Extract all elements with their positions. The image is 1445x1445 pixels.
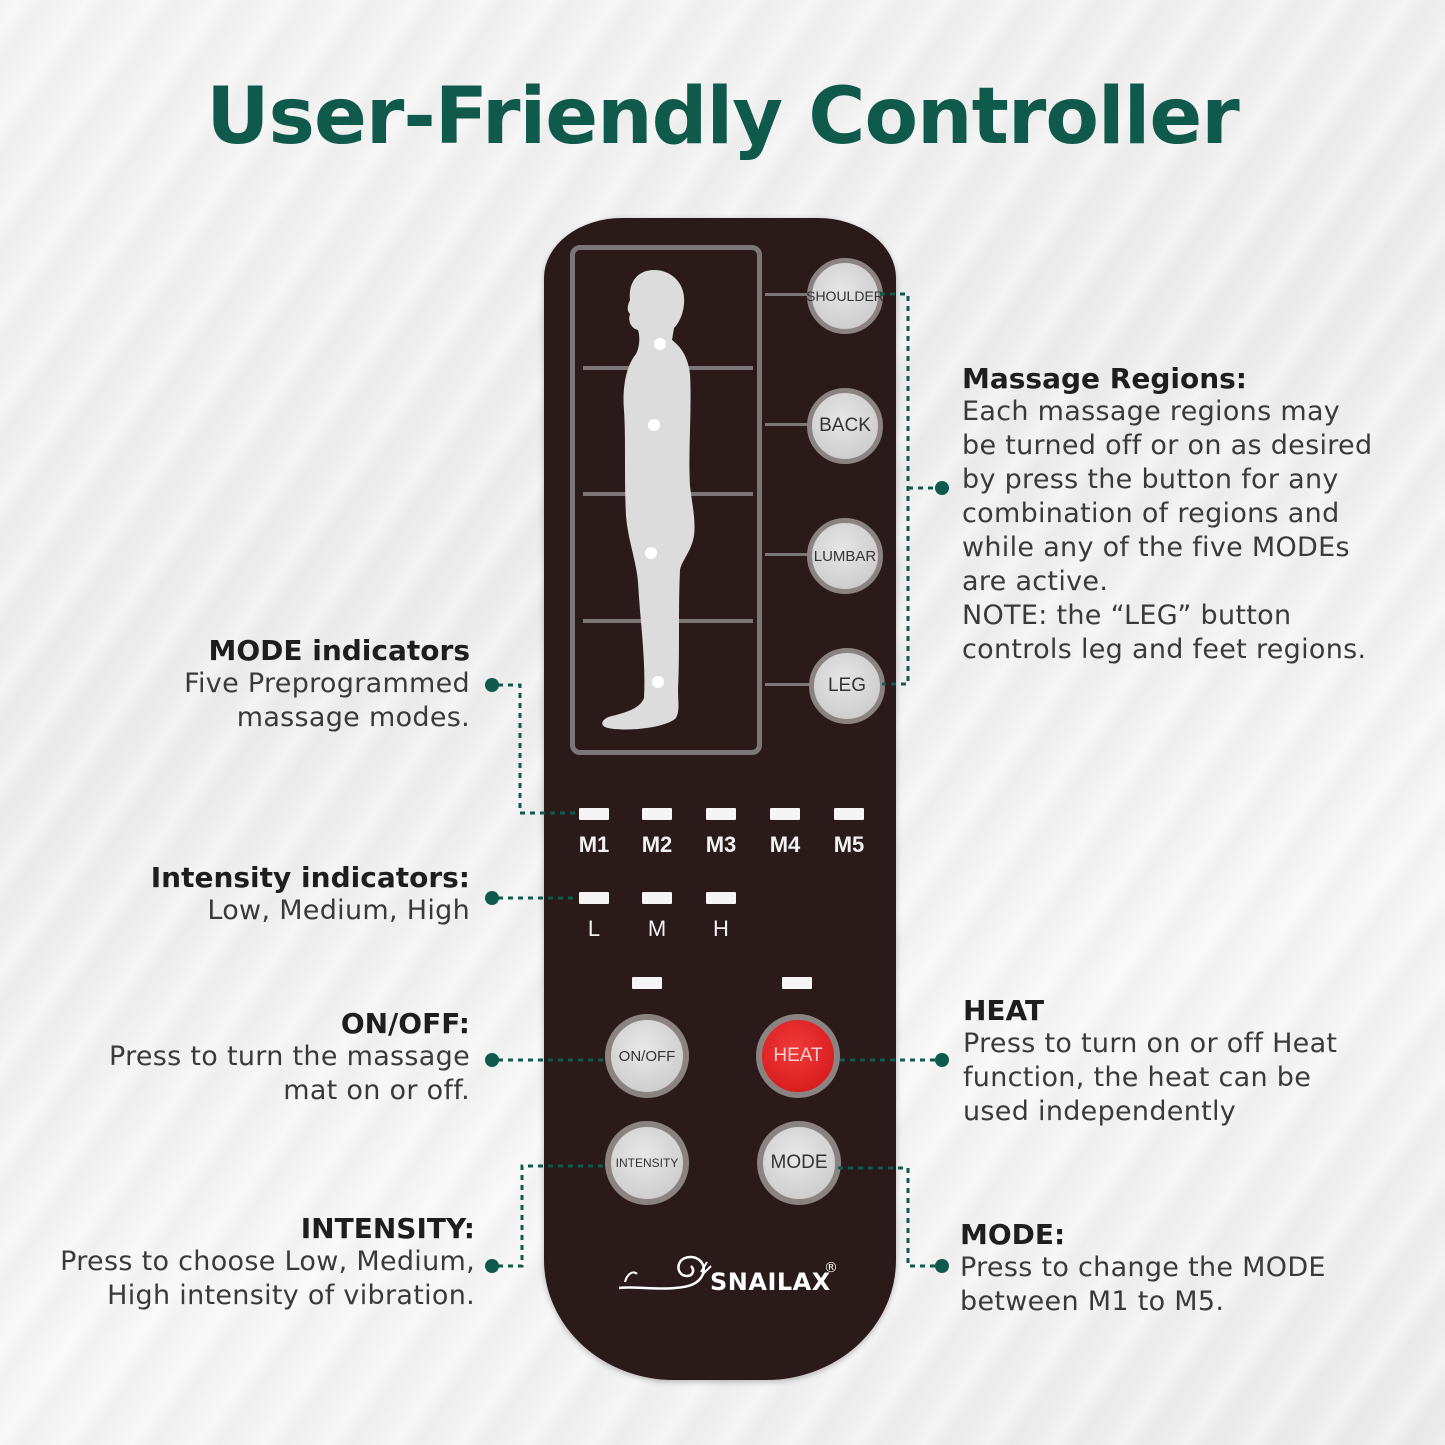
callout-dot [485,678,499,692]
callout-line: Press to turn on or off Heat [963,1028,1338,1059]
callout-line: NOTE: the “LEG” button [962,600,1292,631]
callout-heading: INTENSITY: [300,1212,475,1245]
callout-line: High intensity of vibration. [107,1280,475,1311]
region-connector [765,423,813,426]
body-region-panel [570,245,762,755]
mode-button-label: MODE [770,1152,828,1173]
callout-dot [935,481,949,495]
mode-button[interactable]: MODE [757,1121,841,1205]
callout-mode: MODE: Press to change the MODE between M… [960,1218,1420,1319]
callout-line: controls leg and feet regions. [962,634,1367,665]
leg-button-label: LEG [827,675,867,696]
intensity-led-low [579,892,609,904]
callout-line: Press to change the MODE [960,1252,1326,1283]
leg-button[interactable]: LEG [809,648,885,724]
mode-led-m4 [770,808,800,820]
callout-line: massage modes. [236,702,470,733]
mode-label-m2: M2 [641,832,673,857]
mode-label-m1: M1 [578,832,610,857]
shoulder-button[interactable]: SHOULDER [806,258,884,334]
back-button-label: BACK [819,415,871,436]
power-led [632,977,662,989]
callout-line: be turned off or on as desired [962,430,1373,461]
mode-label-m5: M5 [833,832,865,857]
callout-line: between M1 to M5. [960,1286,1225,1317]
heat-button-label: HEAT [773,1045,823,1066]
page-title: User-Friendly Controller [206,72,1240,162]
callout-heading: Intensity indicators: [150,861,470,894]
human-silhouette-icon [602,270,695,730]
region-connector [765,293,813,296]
callout-dot [935,1053,949,1067]
lumbar-button-label: LUMBAR [813,547,877,565]
intensity-led-high [706,892,736,904]
callout-dot [485,1053,499,1067]
callout-heading: Massage Regions: [962,362,1247,395]
mode-label-m4: M4 [769,832,801,857]
callout-line: Each massage regions may [962,396,1341,427]
intensity-led-medium [642,892,672,904]
callout-line: are active. [962,566,1109,597]
callout-heading: ON/OFF: [340,1007,470,1040]
on-off-button-label: ON/OFF [618,1047,676,1065]
callout-line: mat on or off. [283,1075,470,1106]
callout-heading: MODE indicators [208,634,470,667]
on-off-button[interactable]: ON/OFF [605,1014,689,1098]
brand-name: SNAILAX [710,1268,831,1296]
callout-line: combination of regions and [962,498,1340,529]
callout-dot [485,1259,499,1273]
callout-on-off: ON/OFF: Press to turn the massage mat on… [40,1007,470,1108]
region-connector [765,683,813,686]
heat-button[interactable]: HEAT [756,1014,840,1098]
callout-line: by press the button for any [962,464,1339,495]
mode-led-m1 [579,808,609,820]
callout-line: Press to choose Low, Medium, [60,1246,475,1277]
callout-massage-regions: Massage Regions: Each massage regions ma… [962,362,1422,667]
callout-line: Five Preprogrammed [184,668,470,699]
callout-line: used independently [963,1096,1237,1127]
callout-line: function, the heat can be [963,1062,1312,1093]
callout-intensity: INTENSITY: Press to choose Low, Medium, … [30,1212,475,1313]
mode-led-m3 [706,808,736,820]
callout-line: Low, Medium, High [207,895,470,926]
callout-dot [485,891,499,905]
callout-heading: HEAT [963,994,1045,1027]
intensity-button-label: INTENSITY [615,1156,679,1170]
callout-intensity-indicators: Intensity indicators: Low, Medium, High [40,861,470,928]
callout-heading: MODE: [960,1218,1066,1251]
mode-led-m2 [642,808,672,820]
snail-logo-icon [618,1255,712,1290]
region-connector [765,553,813,556]
mode-led-m5 [834,808,864,820]
heat-led [782,977,812,989]
callout-dot [935,1259,949,1273]
shoulder-button-label: SHOULDER [806,288,884,304]
back-button[interactable]: BACK [807,388,883,464]
intensity-label-high: H [713,916,729,941]
callout-line: while any of the five MODEs [962,532,1350,563]
callout-mode-indicators: MODE indicators Five Preprogrammed massa… [40,634,470,735]
intensity-button[interactable]: INTENSITY [605,1121,689,1205]
callout-line: Press to turn the massage [108,1041,470,1072]
callout-heat: HEAT Press to turn on or off Heat functi… [963,994,1423,1129]
mode-label-m3: M3 [705,832,737,857]
intensity-label-low: L [587,916,601,941]
lumbar-button[interactable]: LUMBAR [807,518,883,594]
registered-mark: ® [824,1260,838,1276]
intensity-label-medium: M [647,916,667,941]
